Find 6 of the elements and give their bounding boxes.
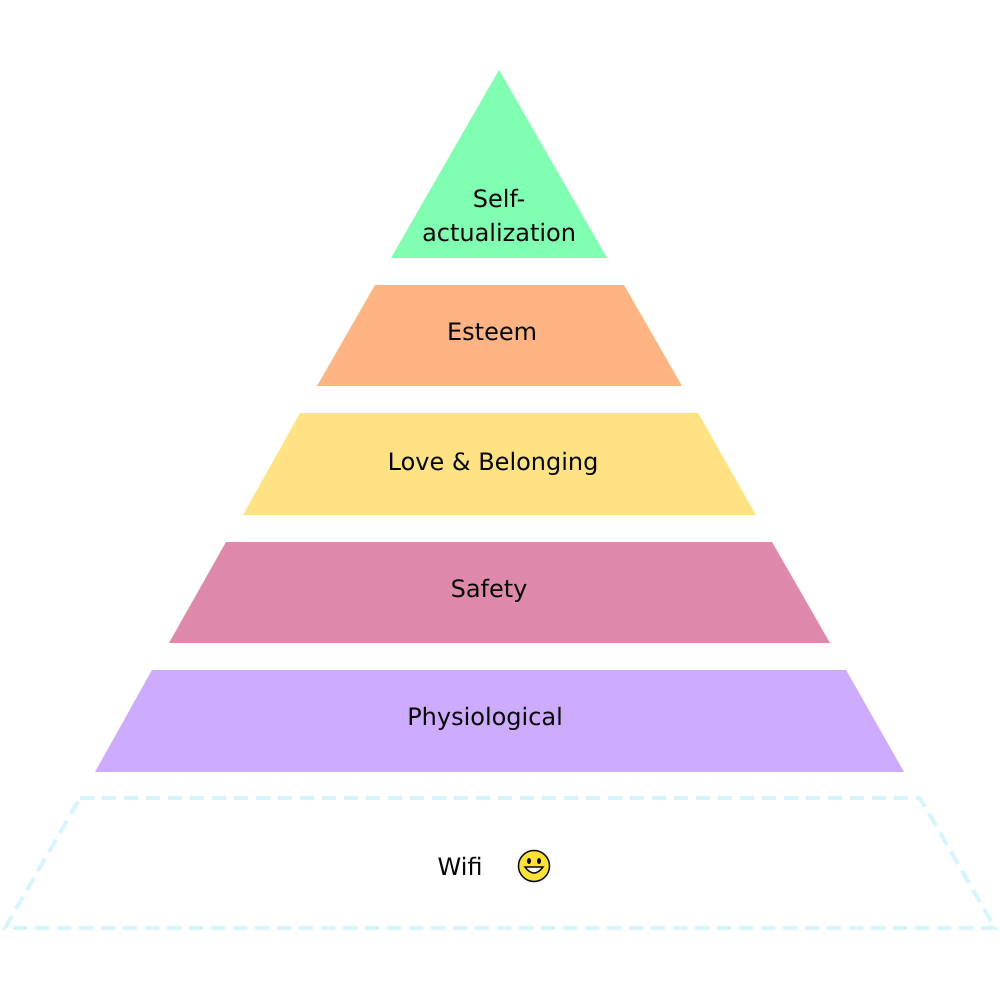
tier-label: Love & Belonging (386, 447, 600, 478)
tier-label: Safety (450, 574, 528, 605)
tier-label: Esteem (446, 317, 538, 348)
tier-label: Self-actualization (421, 184, 577, 249)
tier-label: Physiological (406, 702, 564, 733)
tier-label: Wifi (436, 852, 484, 883)
